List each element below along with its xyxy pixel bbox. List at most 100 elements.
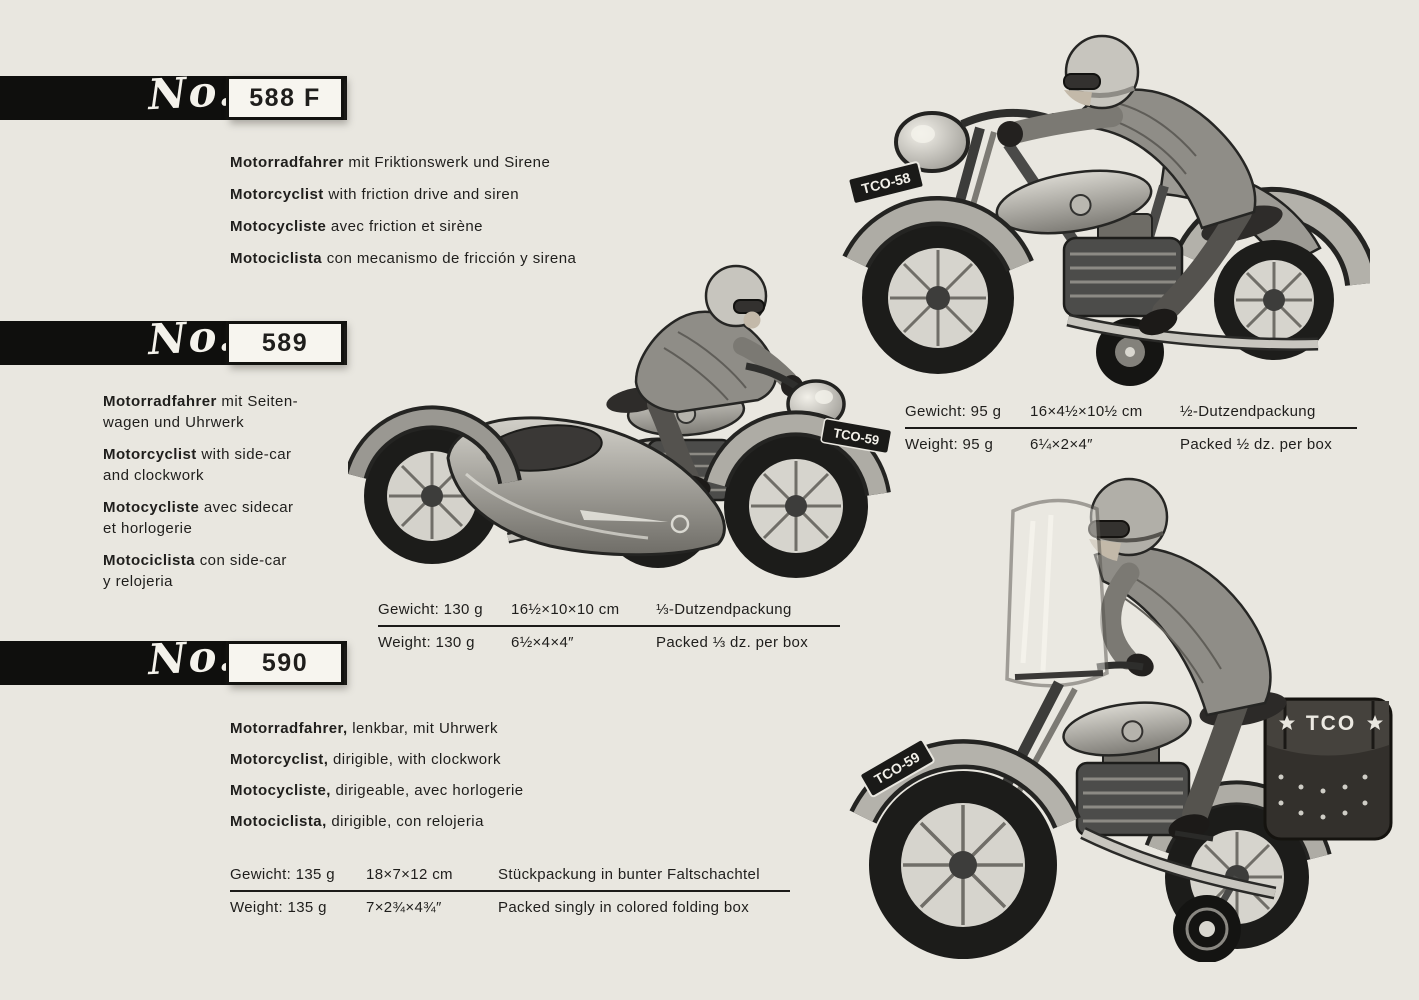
- front-fender: [703, 410, 891, 497]
- spec-row-metric: Gewicht: 135 g 18×7×12 cm Stückpackung i…: [230, 865, 790, 885]
- rider: [997, 34, 1283, 336]
- rider-face: [743, 311, 761, 329]
- rider-arm: [1007, 105, 1123, 143]
- description-rest: with side-car: [196, 446, 292, 463]
- spec-divider: [230, 890, 790, 892]
- sidecar-body: [446, 416, 726, 557]
- description-rest: mit Seiten-: [216, 393, 299, 410]
- front-wheel: [862, 222, 1014, 374]
- description-line: Motorradfahrer mit Friktionswerk und Sir…: [230, 147, 576, 179]
- motorcycle-590-svg: TCO: [849, 477, 1393, 962]
- description-rest: dirigeable, avec horlogerie: [330, 782, 524, 799]
- saddlebag: TCO: [1263, 697, 1393, 841]
- description-line: Motorradfahrer mit Seiten-: [103, 391, 298, 412]
- section-589-spec-table: Gewicht: 130 g 16½×10×10 cm ⅓-Dutzendpac…: [378, 600, 840, 653]
- spec-divider: [905, 427, 1357, 429]
- motorcycle-588f-svg: TCO-58: [842, 34, 1370, 386]
- description-line: Motorcyclist with side-car: [103, 444, 298, 465]
- rider-goggles: [1063, 73, 1101, 90]
- spec-size-imperial: 6½×4×4″: [511, 634, 574, 651]
- windshield: [1005, 498, 1109, 688]
- front-wheel: [869, 771, 1057, 959]
- illustration-590-motorcycle: TCO: [845, 477, 1403, 962]
- spec-row-metric: Gewicht: 130 g 16½×10×10 cm ⅓-Dutzendpac…: [378, 600, 840, 620]
- description-line: wagen und Uhrwerk: [103, 412, 298, 433]
- front-wheel: [724, 434, 868, 578]
- description-line: Motociclista con mecanismo de fricción y…: [230, 243, 576, 275]
- sidecar-fender: [348, 405, 522, 485]
- star-icon: [1367, 715, 1383, 730]
- description-rest: lenkbar, mit Uhrwerk: [347, 720, 498, 737]
- description-lead: Motocycliste,: [230, 782, 331, 799]
- spec-row-metric: Gewicht: 95 g 16×4½×10½ cm ½-Dutzendpack…: [905, 402, 1357, 422]
- section-588f-descriptions: Motorradfahrer mit Friktionswerk und Sir…: [230, 147, 576, 275]
- description-line: Motocycliste avec friction et sirène: [230, 211, 576, 243]
- spec-size-metric: 16½×10×10 cm: [511, 601, 620, 618]
- section-588f-spec-table: Gewicht: 95 g 16×4½×10½ cm ½-Dutzendpack…: [905, 402, 1357, 455]
- description-lead: Motociclista: [230, 250, 323, 267]
- description-rest: con side-car: [195, 552, 287, 569]
- exhaust-pipe: [1066, 313, 1319, 351]
- section-590-spec-table: Gewicht: 135 g 18×7×12 cm Stückpackung i…: [230, 865, 790, 918]
- spec-row-imperial: Weight: 130 g 6½×4×4″ Packed ⅓ dz. per b…: [378, 633, 840, 653]
- no-script-label: No.: [146, 310, 236, 365]
- description-line: Motorcyclist with friction drive and sir…: [230, 179, 576, 211]
- rider-leg: [1182, 686, 1250, 828]
- description-rest: con mecanismo de fricción y sirena: [322, 250, 577, 267]
- description-lead: Motorradfahrer: [103, 393, 217, 410]
- description-line: Motocycliste, dirigeable, avec horlogeri…: [230, 775, 524, 806]
- spec-packing-en: Packed singly in colored folding box: [498, 899, 750, 916]
- spec-weight-imperial: Weight: 95 g: [905, 436, 994, 453]
- description-line: Motociclista con side-car: [103, 550, 298, 571]
- saddlebag-text: TCO: [1306, 712, 1356, 735]
- illustration-588f-motorcycle: TCO-58: [812, 16, 1370, 388]
- description-rest: et horlogerie: [103, 520, 193, 537]
- model-number: 589: [261, 328, 309, 357]
- rider-face: [1064, 90, 1092, 106]
- description-line: et horlogerie: [103, 518, 298, 539]
- description-lead: Motorradfahrer,: [230, 720, 348, 737]
- section-589-descriptions: Motorradfahrer mit Seiten- wagen und Uhr…: [103, 391, 298, 592]
- spec-weight-imperial: Weight: 135 g: [230, 899, 327, 916]
- rear-wheel: [1214, 240, 1334, 360]
- description-rest: wagen und Uhrwerk: [103, 414, 245, 431]
- rider: [1088, 477, 1272, 842]
- spec-weight-metric: Gewicht: 130 g: [378, 601, 483, 618]
- spec-row-imperial: Weight: 95 g 6¼×2×4″ Packed ½ dz. per bo…: [905, 435, 1357, 455]
- spec-packing-de: ⅓-Dutzendpackung: [656, 601, 792, 618]
- rider-arm: [1100, 562, 1140, 670]
- illustration-589-sidecar-motorcycle: TCO-59: [348, 262, 896, 592]
- rider-goggles: [733, 299, 765, 314]
- spec-size-imperial: 6¼×2×4″: [1030, 436, 1093, 453]
- star-icon: [1279, 715, 1295, 730]
- description-lead: Motociclista,: [230, 813, 327, 830]
- license-plate: TCO-58: [847, 161, 925, 205]
- description-rest: mit Friktionswerk und Sirene: [343, 154, 551, 171]
- description-lead: Motorcyclist: [230, 186, 324, 203]
- section-588f-number-box: 588 F: [226, 76, 344, 120]
- model-number: 590: [261, 648, 309, 677]
- no-script-label: No.: [146, 630, 236, 685]
- description-rest: with friction drive and siren: [323, 186, 520, 203]
- description-rest: dirigible, con relojeria: [326, 813, 484, 830]
- spec-divider: [378, 625, 840, 627]
- description-rest: and clockwork: [103, 467, 204, 484]
- description-lead: Motocycliste: [230, 218, 327, 235]
- license-plate: TCO-59: [820, 418, 893, 455]
- fuel-tank: [1062, 701, 1192, 757]
- description-lead: Motorcyclist: [103, 446, 197, 463]
- exhaust-pipe-shine: [1081, 829, 1276, 897]
- section-590-descriptions: Motorradfahrer, lenkbar, mit Uhrwerk Mot…: [230, 713, 524, 837]
- description-line: Motorcyclist, dirigible, with clockwork: [230, 744, 524, 775]
- description-line: Motorradfahrer, lenkbar, mit Uhrwerk: [230, 713, 524, 744]
- section-589-number-box: 589: [226, 321, 344, 365]
- description-line: Motocycliste avec sidecar: [103, 497, 298, 518]
- section-590-number-box: 590: [226, 641, 344, 685]
- description-rest: y relojeria: [103, 573, 173, 590]
- spec-packing-en: Packed ½ dz. per box: [1180, 436, 1333, 453]
- description-lead: Motorcyclist,: [230, 751, 329, 768]
- spec-size-metric: 18×7×12 cm: [366, 866, 453, 883]
- spec-row-imperial: Weight: 135 g 7×2¾×4¾″ Packed singly in …: [230, 898, 790, 918]
- description-lead: Motocycliste: [103, 499, 200, 516]
